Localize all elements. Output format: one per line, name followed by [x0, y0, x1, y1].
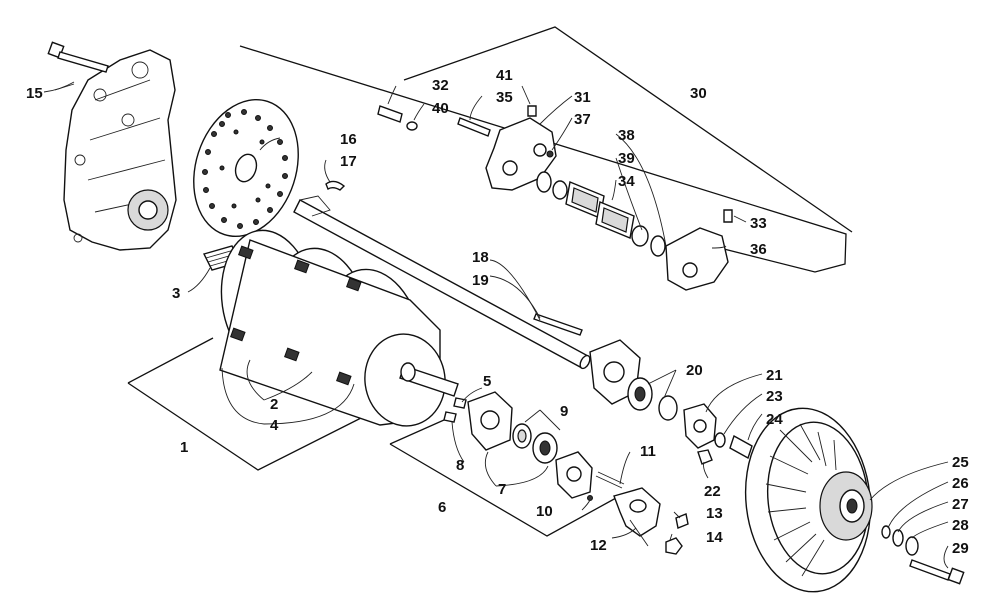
callout-35: 35 — [496, 89, 513, 106]
washer-23 — [714, 432, 726, 448]
shaft-key — [533, 313, 583, 336]
piston-39 — [552, 180, 568, 200]
bearing-flange-21 — [683, 403, 717, 449]
callout-11: 11 — [640, 443, 656, 460]
callout-34: 34 — [618, 173, 635, 190]
o-ring-37 — [546, 150, 554, 158]
caliper-half-36 — [665, 227, 729, 291]
brake-pads-34 — [565, 181, 635, 239]
callout-14: 14 — [706, 529, 723, 546]
callout-29: 29 — [952, 540, 969, 557]
bleeder-41 — [527, 105, 537, 117]
callout-31: 31 — [574, 89, 591, 106]
bolt-22 — [697, 449, 713, 465]
callout-7: 7 — [498, 481, 506, 498]
brake-disc — [193, 98, 299, 238]
callout-2: 2 — [270, 396, 278, 413]
bearing-flange-outer — [467, 391, 513, 451]
callout-19: 19 — [472, 272, 489, 289]
callout-38: 38 — [618, 127, 635, 144]
piston-seal-38 — [536, 171, 552, 193]
washer-27 — [892, 529, 904, 547]
callout-32: 32 — [432, 77, 449, 94]
callout-labels: 1 2 3 4 5 6 7 8 9 10 11 12 13 14 15 16 1… — [26, 67, 969, 557]
callout-28: 28 — [952, 517, 969, 534]
bearing-20 — [627, 377, 653, 411]
callout-8: 8 — [456, 457, 464, 474]
ball-10 — [587, 495, 593, 501]
bolt-32 — [377, 105, 403, 123]
spacer-24 — [729, 434, 753, 460]
callout-16: 16 — [340, 131, 357, 148]
callout-18: 18 — [472, 249, 489, 266]
leader-lines — [43, 81, 949, 569]
washer-40 — [406, 121, 418, 131]
bolt-29 — [909, 559, 965, 585]
callout-26: 26 — [952, 475, 969, 492]
callout-21: 21 — [766, 367, 783, 384]
piston-39b — [631, 225, 649, 247]
callout-20: 20 — [686, 362, 703, 379]
nut-14 — [665, 537, 683, 555]
callout-40: 40 — [432, 100, 449, 117]
woodruff-key — [325, 180, 346, 191]
drive-axle-sprockets — [202, 229, 459, 427]
bolt-8 — [443, 411, 457, 423]
bearing-flange-inner — [555, 451, 593, 499]
callout-9: 9 — [560, 403, 568, 420]
callout-10: 10 — [536, 503, 553, 520]
pin-35 — [457, 117, 491, 137]
group-frame-bearing-bottom — [389, 443, 617, 537]
housing-bolt — [47, 41, 109, 73]
callout-17: 17 — [340, 153, 357, 170]
callout-36: 36 — [750, 241, 767, 258]
driveshaft — [293, 195, 591, 370]
callout-12: 12 — [590, 537, 607, 554]
group-frame-drive-axle — [127, 337, 214, 384]
callout-27: 27 — [952, 496, 969, 513]
callout-15: 15 — [26, 85, 43, 102]
group-frame-drive-axle-bottom — [127, 382, 366, 471]
callout-13: 13 — [706, 505, 723, 522]
callout-25: 25 — [952, 454, 969, 471]
piston-seal-38b — [650, 235, 666, 257]
bleeder-33 — [723, 209, 733, 223]
callout-4: 4 — [270, 417, 279, 434]
collar-20 — [658, 395, 678, 421]
driven-pulley — [744, 407, 873, 593]
caliper-half-31 — [485, 117, 557, 191]
callout-37: 37 — [574, 111, 591, 128]
bearing-7 — [532, 432, 558, 464]
callout-24: 24 — [766, 411, 783, 428]
callout-3: 3 — [172, 285, 180, 302]
seal-9 — [512, 423, 532, 449]
washer-26 — [881, 525, 891, 539]
speedometer-housing-12 — [613, 487, 661, 547]
callout-22: 22 — [704, 483, 721, 500]
callout-39: 39 — [618, 150, 635, 167]
callout-5: 5 — [483, 373, 491, 390]
callout-1: 1 — [180, 439, 188, 456]
group-frame-bearing — [389, 419, 445, 445]
callout-30: 30 — [690, 85, 707, 102]
group-frame-upper-right — [403, 26, 853, 233]
bearing-flange-20 — [589, 339, 641, 405]
callout-41: 41 — [496, 67, 513, 84]
washer-28 — [905, 536, 919, 556]
callout-33: 33 — [750, 215, 767, 232]
chaincase-housing — [63, 49, 177, 251]
spring-pin-11 — [595, 471, 625, 489]
callout-6: 6 — [438, 499, 446, 516]
callout-23: 23 — [766, 388, 783, 405]
